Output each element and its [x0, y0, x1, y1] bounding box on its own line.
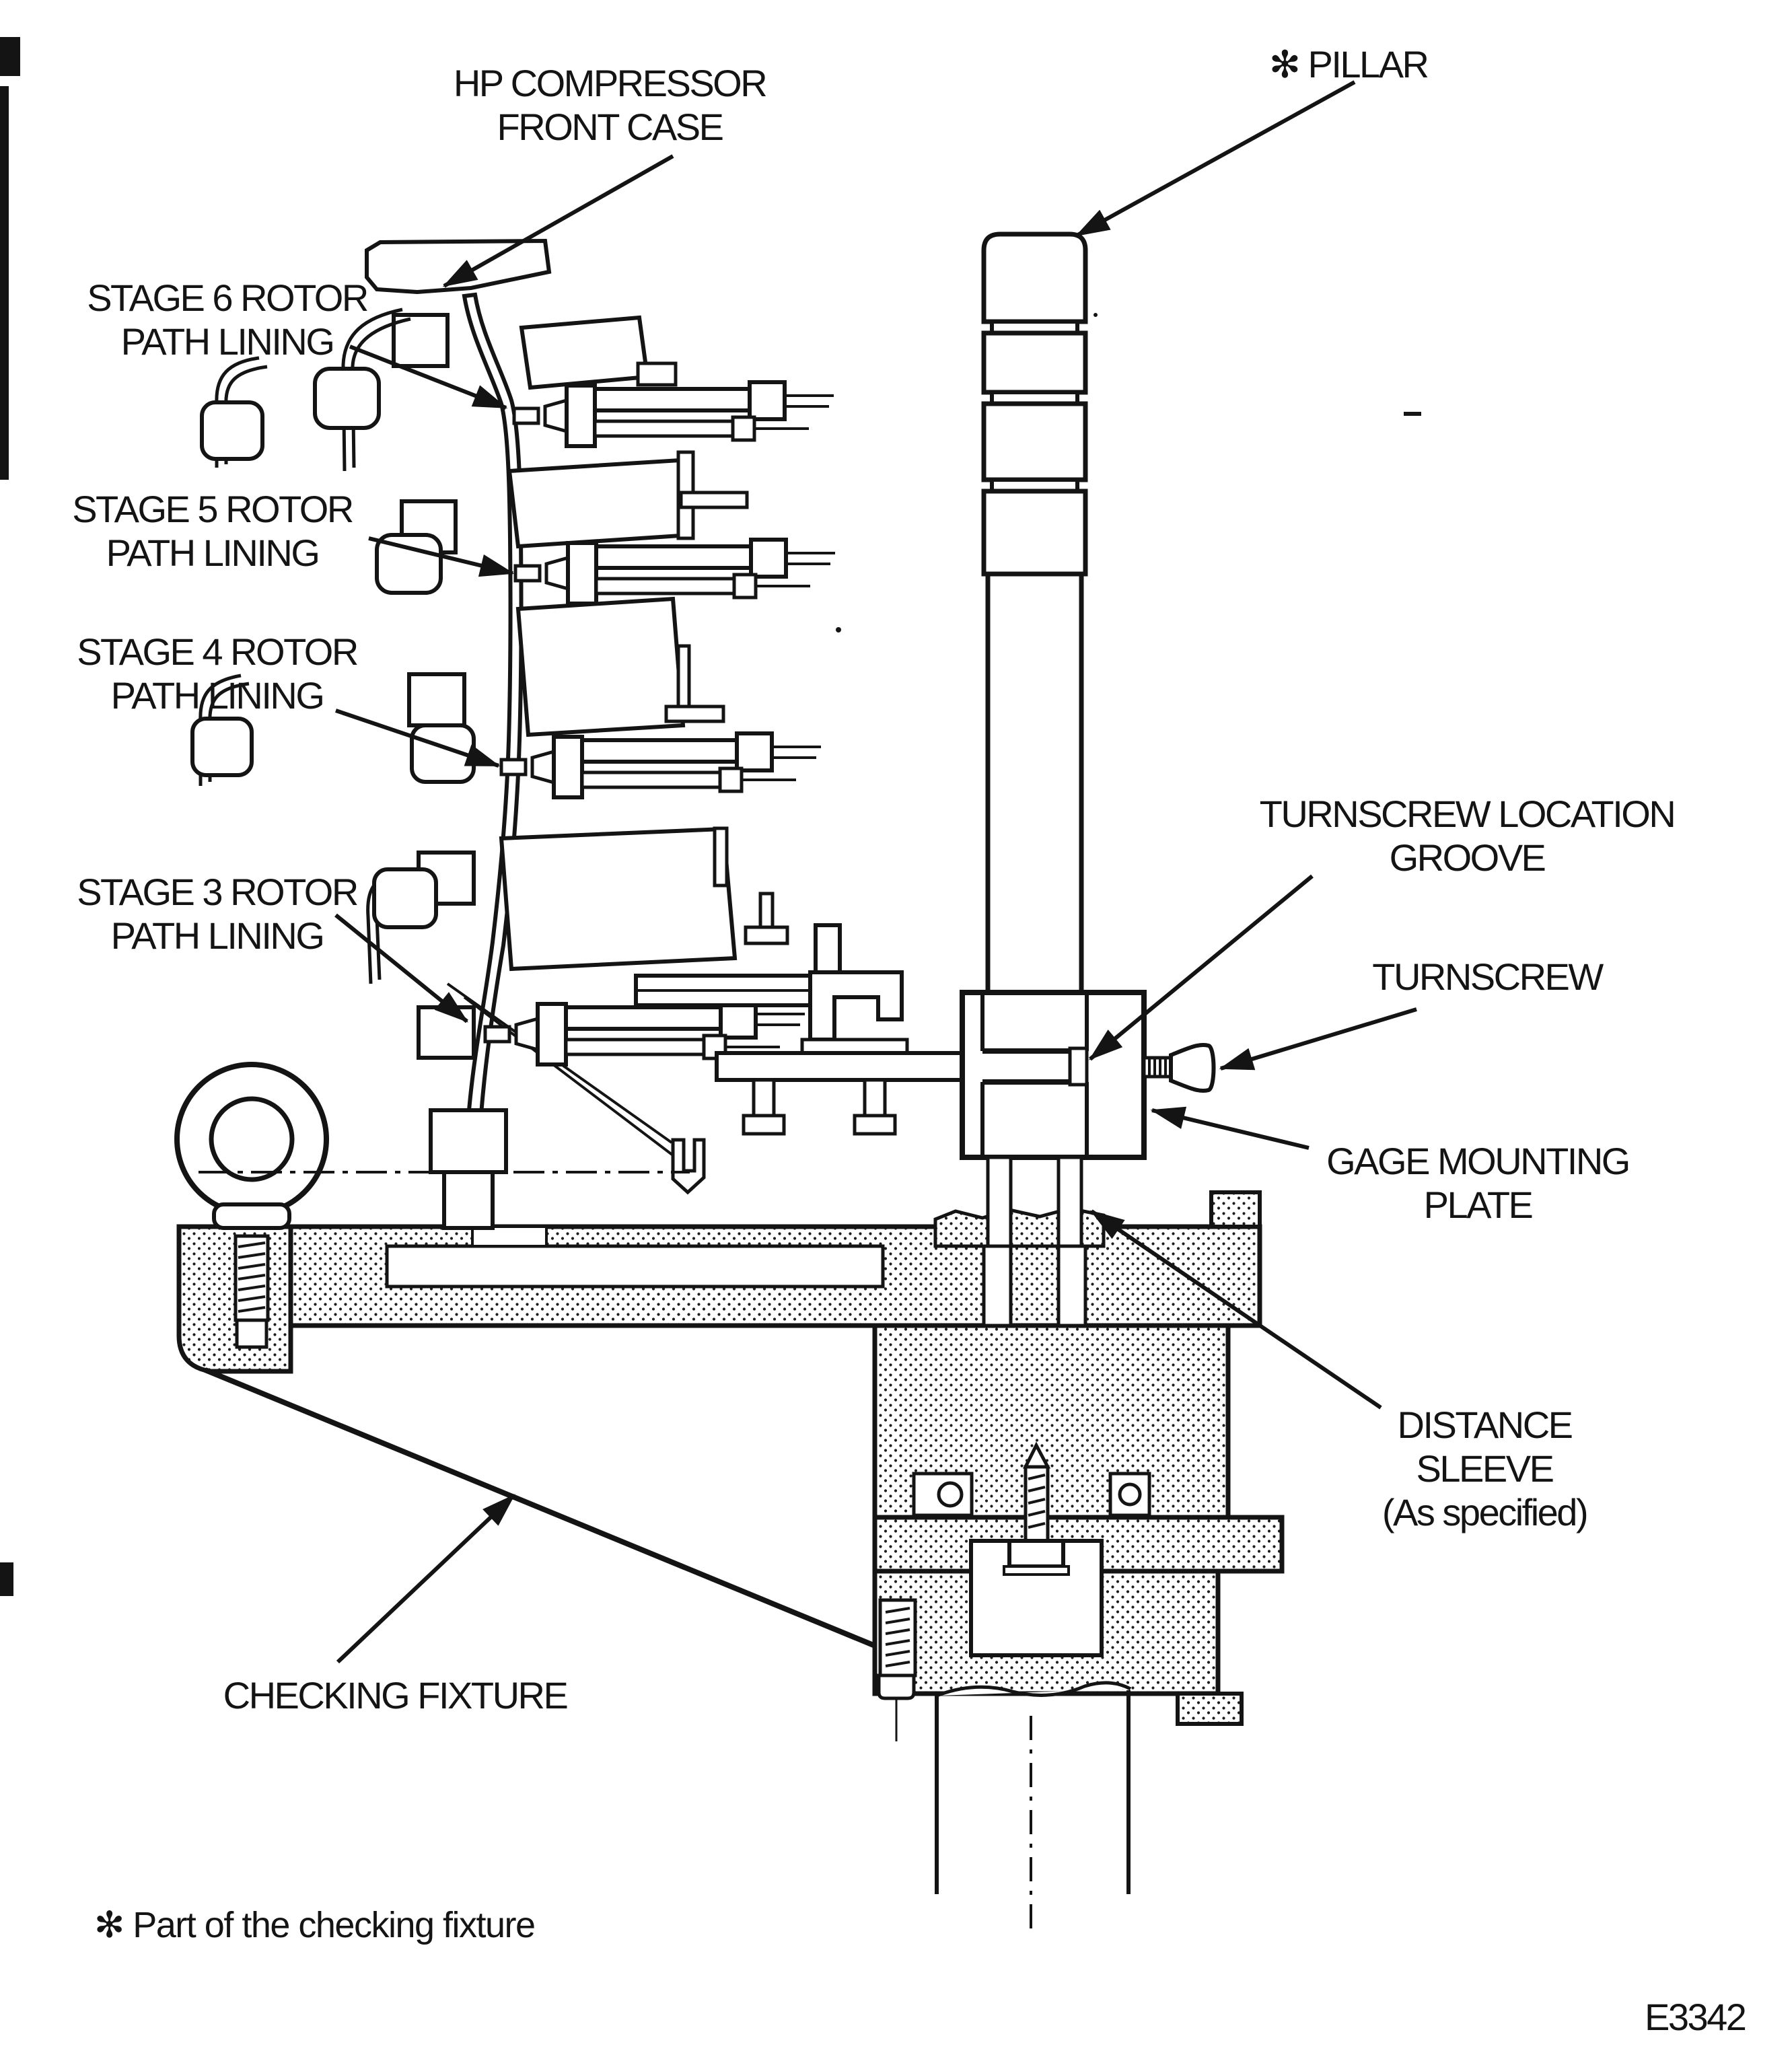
pillar-block-3	[981, 401, 1088, 482]
leader-arrows	[334, 80, 1417, 1664]
arrow-turnscrew-location-groove	[1089, 874, 1314, 1061]
turnscrew-knob	[1169, 1043, 1216, 1093]
arrow-stage6	[349, 345, 508, 410]
label-pillar: ✻ PILLAR	[1269, 43, 1429, 85]
pillar-block-1	[981, 231, 1088, 324]
eye-bolt-drawing	[174, 1062, 329, 1349]
arrow-turnscrew	[1219, 1007, 1417, 1071]
stage6-probe	[514, 382, 834, 446]
scan-artifacts	[0, 37, 1421, 1596]
arrow-checking-fixture	[336, 1493, 516, 1664]
label-checking-fixture: CHECKING FIXTURE	[223, 1674, 569, 1716]
label-stage-3-rotor-path-lining: STAGE 3 ROTOR PATH LINING	[77, 871, 359, 957]
arrow-stage5	[368, 536, 515, 577]
turnscrew-drawing	[1142, 1043, 1216, 1093]
arrow-gage-mounting-plate	[1150, 1106, 1310, 1150]
arrow-distance-sleeve	[1089, 1209, 1382, 1410]
stage4-blade	[515, 596, 686, 737]
stage3-blade	[499, 826, 738, 972]
arrow-stage4	[335, 709, 501, 768]
arrow-front-case	[442, 154, 674, 288]
distance-sleeve-left	[986, 1155, 1013, 1248]
distance-sleeve-right	[1056, 1155, 1083, 1248]
mount-arm	[715, 1051, 964, 1082]
stage6-blade	[519, 315, 650, 390]
pillar-drawing	[981, 231, 1088, 997]
arrow-pillar	[1075, 80, 1356, 238]
rotor-blades-drawing	[499, 315, 789, 972]
label-turnscrew-location-groove: TURNSCREW LOCATION GROOVE	[1259, 793, 1676, 879]
probe-mount-arm-drawing	[634, 923, 964, 1136]
turnscrew-location-groove	[1068, 1046, 1089, 1087]
stage5-blade	[507, 458, 693, 549]
label-stage-6-rotor-path-lining: STAGE 6 ROTOR PATH LINING	[87, 277, 369, 363]
label-gage-mounting-plate: GAGE MOUNTING PLATE	[1326, 1140, 1630, 1226]
label-distance-sleeve: DISTANCE SLEEVE (As specified)	[1382, 1404, 1589, 1533]
fixture-diagonal-edge	[204, 1367, 875, 1648]
checking-fixture-drawing	[174, 1062, 1285, 1931]
arrow-stage3	[334, 913, 468, 1023]
figure-footnote: ✻ Part of the checking fixture	[94, 1905, 536, 1945]
label-stage-4-rotor-path-lining: STAGE 4 ROTOR PATH LINING	[77, 630, 359, 717]
label-hp-compressor-front-case: HP COMPRESSOR FRONT CASE	[453, 62, 768, 148]
label-turnscrew: TURNSCREW	[1372, 955, 1604, 998]
stage4-probe	[501, 733, 821, 797]
label-stage-5-rotor-path-lining: STAGE 5 ROTOR PATH LINING	[72, 488, 354, 574]
gage-mounting-plate-drawing	[960, 990, 1147, 1248]
stage5-probe	[515, 540, 835, 604]
pillar-block-2	[981, 330, 1088, 395]
figure-code: E3342	[1645, 1996, 1747, 2038]
pillar-block-4	[981, 489, 1088, 577]
case-top-flange	[365, 238, 552, 295]
